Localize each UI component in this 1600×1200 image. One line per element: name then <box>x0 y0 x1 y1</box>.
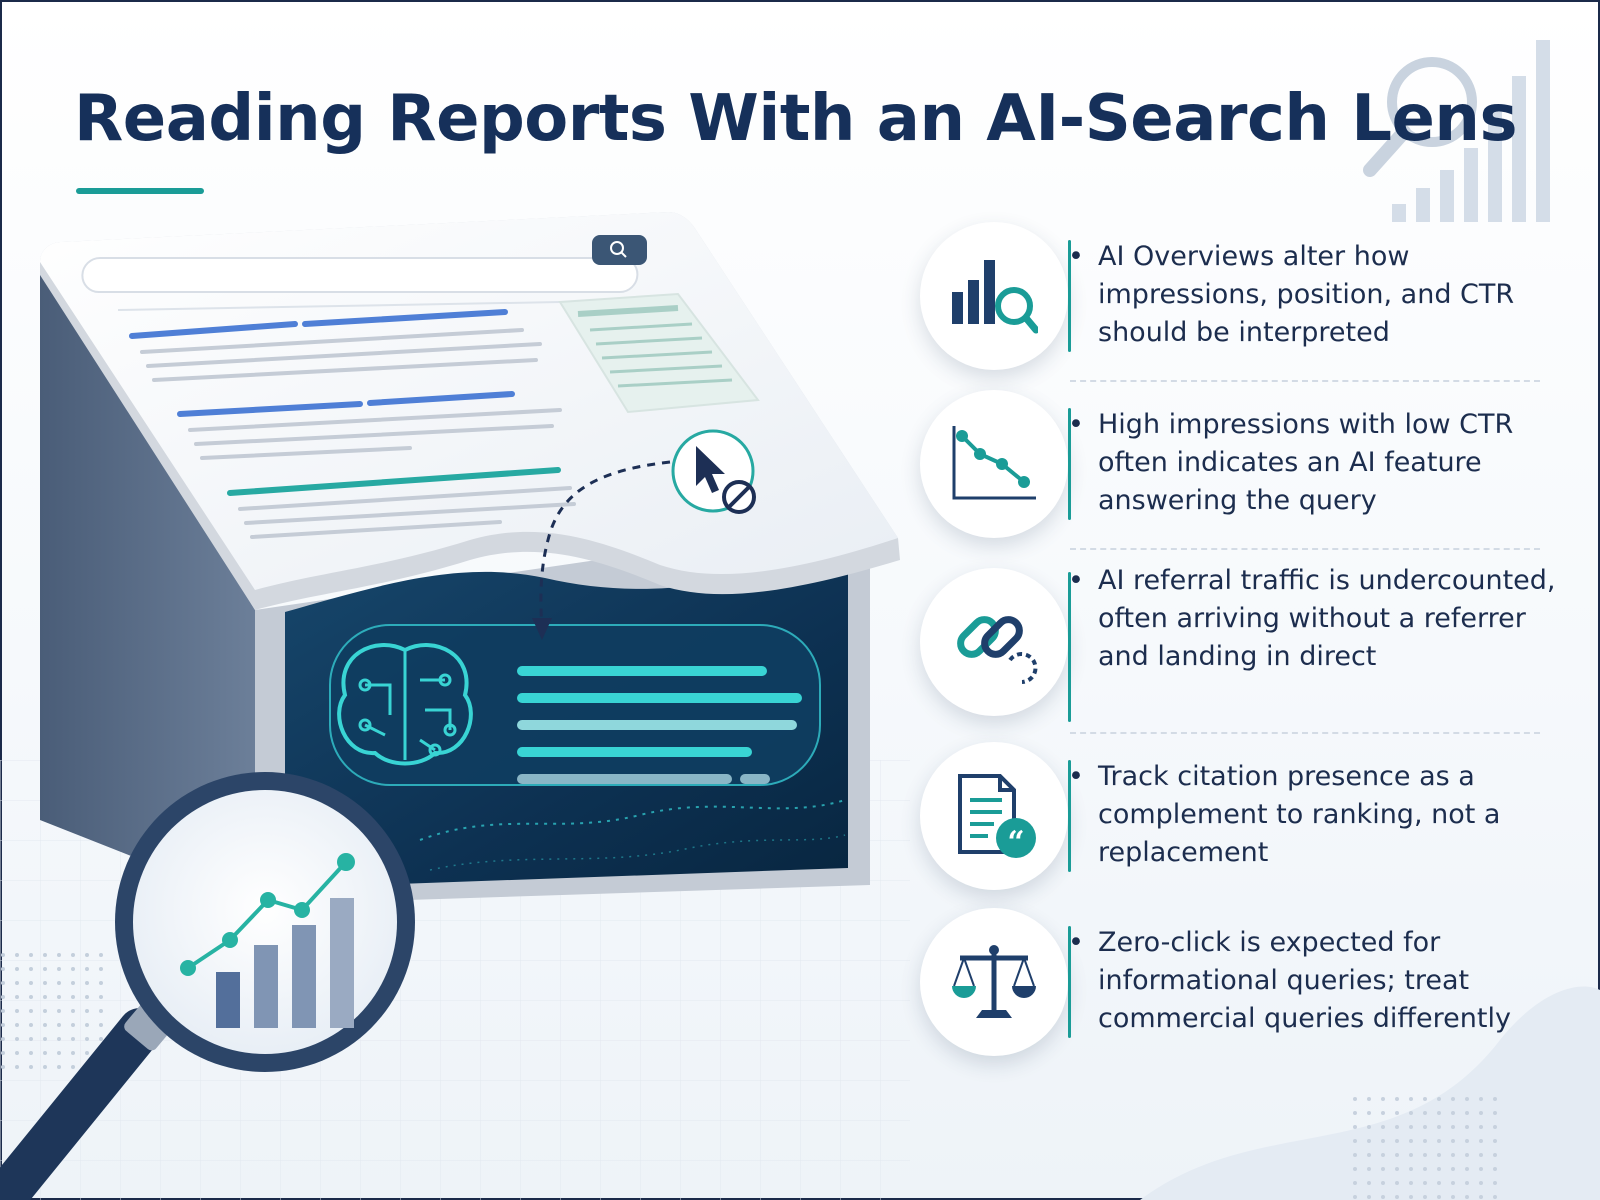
bullet-text: AI referral traffic is undercounted, oft… <box>1098 565 1556 672</box>
bullet-list: •AI Overviews alter how impressions, pos… <box>920 222 1600 1072</box>
bullet-item: “ •Track citation presence as a compleme… <box>920 742 1540 892</box>
no-click-cursor-icon <box>671 429 756 514</box>
magnifier-growth-chart-icon <box>0 772 415 1200</box>
bullet-text: Track citation presence as a complement … <box>1098 761 1501 868</box>
bullet-item: •AI Overviews alter how impressions, pos… <box>920 222 1540 372</box>
bullet-text: Zero-click is expected for informational… <box>1098 927 1511 1034</box>
bullet-item: •High impressions with low CTR often ind… <box>920 390 1540 540</box>
declining-line-chart-icon <box>920 390 1068 538</box>
svg-text:“: “ <box>1007 825 1024 860</box>
bullet-item: •AI referral traffic is undercounted, of… <box>920 558 1556 738</box>
bullet-item: •Zero-click is expected for informationa… <box>920 908 1540 1058</box>
bullet-text: High impressions with low CTR often indi… <box>1098 409 1514 516</box>
broken-link-icon <box>920 568 1068 716</box>
bullet-text: AI Overviews alter how impressions, posi… <box>1098 241 1515 348</box>
hero-illustration <box>0 212 910 1200</box>
search-results-lines-icon <box>129 309 576 539</box>
page-title: Reading Reports With an AI-Search Lens <box>74 82 1518 156</box>
search-button-icon <box>592 235 647 265</box>
bar-chart-magnifier-icon <box>920 222 1068 370</box>
title-underline <box>76 188 204 194</box>
ai-brain-icon <box>337 643 473 766</box>
wave-decoration <box>1140 986 1600 1200</box>
balance-scale-icon <box>920 908 1068 1056</box>
magnifier-bars-decoration-icon <box>1363 40 1550 222</box>
quoted-document-icon: “ <box>920 742 1068 890</box>
